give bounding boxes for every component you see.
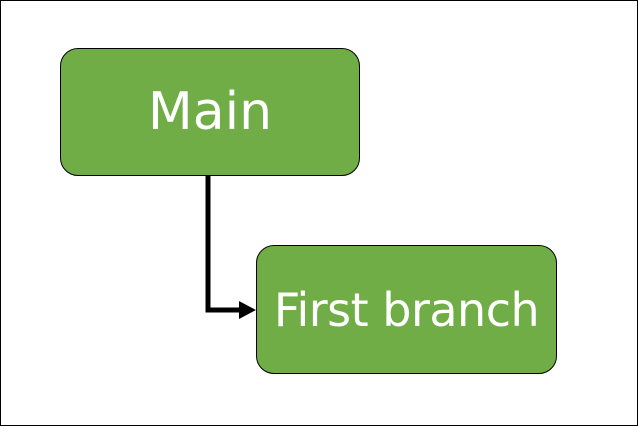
- connector-line: [205, 176, 241, 313]
- node-main[interactable]: Main: [60, 48, 360, 176]
- connector-arrowhead: [239, 301, 256, 319]
- node-first-branch[interactable]: First branch: [256, 245, 557, 374]
